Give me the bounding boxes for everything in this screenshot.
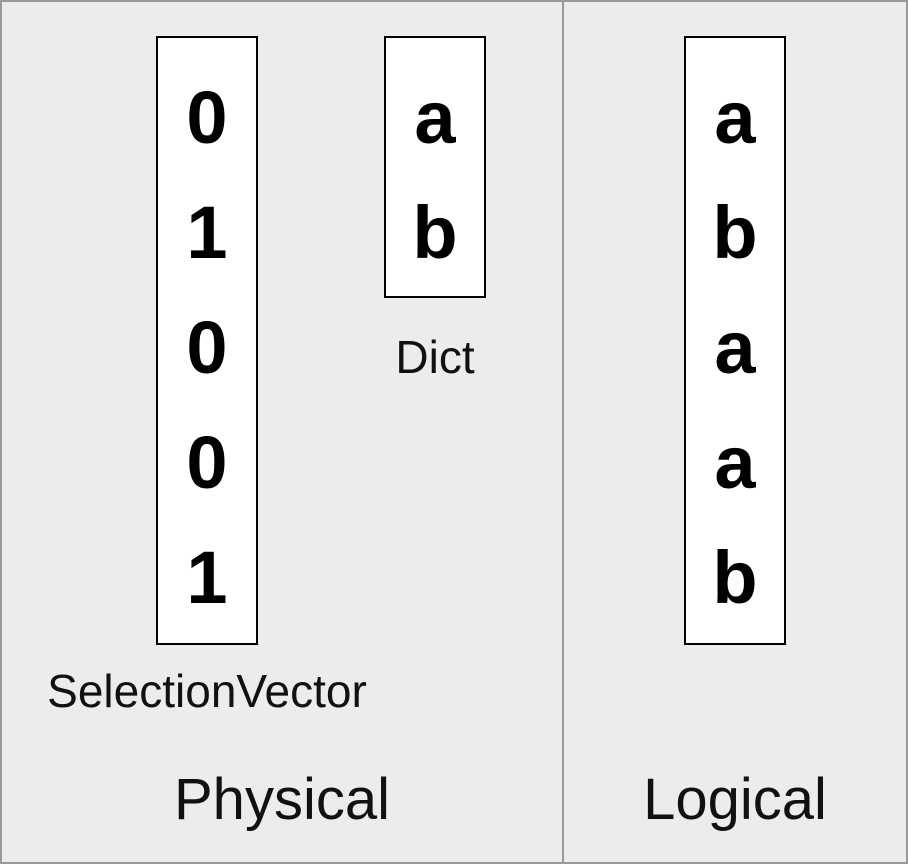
selection-vector-box: 0 1 0 0 1 xyxy=(156,36,258,645)
logical-cell: a xyxy=(714,306,756,389)
dict-cell: a xyxy=(414,76,456,159)
dict-cell: b xyxy=(412,191,458,274)
logical-cell: a xyxy=(714,76,756,159)
selection-vector-cell: 0 xyxy=(186,306,228,389)
selection-vector-cell: 0 xyxy=(186,76,228,159)
logical-cell: b xyxy=(712,536,758,619)
panel-divider xyxy=(562,0,564,864)
logical-cell: b xyxy=(712,191,758,274)
physical-title: Physical xyxy=(174,767,390,832)
logical-cell: a xyxy=(714,421,756,504)
logical-vector-box: a b a a b xyxy=(684,36,786,645)
logical-title: Logical xyxy=(643,767,827,832)
dict-box: a b xyxy=(384,36,486,298)
dict-label: Dict xyxy=(395,331,475,383)
selection-vector-label: SelectionVector xyxy=(47,665,367,717)
selection-vector-cell: 1 xyxy=(186,191,228,274)
selection-vector-cell: 1 xyxy=(186,536,228,619)
selection-vector-cell: 0 xyxy=(186,421,228,504)
